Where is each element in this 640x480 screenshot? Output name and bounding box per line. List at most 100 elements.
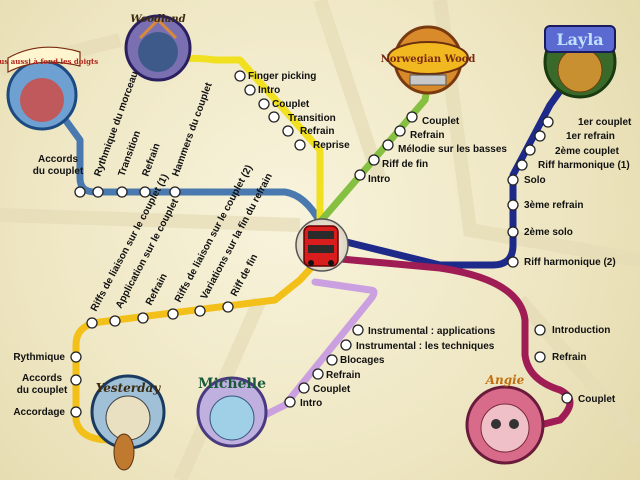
loyalty-badge-text: Vous aussi à fond les doigts bbox=[0, 57, 98, 66]
station-green-2[interactable] bbox=[394, 125, 406, 137]
bus-hub-icon[interactable] bbox=[295, 218, 349, 272]
station-label-blue-4: Refrain bbox=[140, 142, 162, 178]
station-label-yellow-1: Finger picking bbox=[248, 71, 316, 82]
norwegian-wood-badge-text: Norwegian Wood bbox=[381, 54, 476, 65]
station-label-green-2: Refrain bbox=[410, 130, 444, 141]
station-lavender-6[interactable] bbox=[284, 396, 296, 408]
station-label-purple-1: Introduction bbox=[552, 325, 610, 336]
station-label-navy-8: Riff harmonique (2) bbox=[524, 257, 616, 268]
station-lavender-3[interactable] bbox=[326, 354, 338, 366]
station-label-yellow-3: Couplet bbox=[272, 99, 310, 110]
station-gold-7[interactable] bbox=[70, 351, 82, 363]
station-label-green-1: Couplet bbox=[422, 116, 460, 127]
station-label-gold-3: Refrain bbox=[144, 272, 170, 308]
station-label-yellow-5: Refrain bbox=[300, 126, 334, 137]
navy-line-route bbox=[326, 66, 579, 269]
station-purple-2[interactable] bbox=[534, 351, 546, 363]
station-label-navy-6: 3ème refrain bbox=[524, 200, 583, 211]
station-label-navy-5: Solo bbox=[524, 175, 546, 186]
station-label-lavender-2: Instrumental : les techniques bbox=[356, 341, 495, 352]
station-gold-3[interactable] bbox=[137, 312, 149, 324]
station-blue-4[interactable] bbox=[139, 186, 151, 198]
station-label-lavender-4: Refrain bbox=[326, 370, 360, 381]
michelle-badge-text: Michelle bbox=[198, 376, 266, 392]
loyalty-badge[interactable]: Vous aussi à fond les doigts bbox=[0, 46, 98, 131]
yesterday-badge-text: Yesterday bbox=[96, 381, 162, 395]
station-label-navy-7: 2ème solo bbox=[524, 227, 573, 238]
station-label-navy-2: 1er refrain bbox=[566, 131, 615, 142]
station-label-yellow-6: Reprise bbox=[313, 140, 350, 151]
layla-badge[interactable]: Layla bbox=[543, 25, 617, 99]
station-yellow-4[interactable] bbox=[268, 111, 280, 123]
station-label-gold-9: Accordage bbox=[13, 407, 65, 418]
station-gold-6[interactable] bbox=[222, 301, 234, 313]
station-purple-3[interactable] bbox=[561, 392, 573, 404]
station-green-1[interactable] bbox=[406, 111, 418, 123]
station-navy-4[interactable] bbox=[516, 159, 528, 171]
station-label-green-5: Intro bbox=[368, 174, 390, 185]
angie-badge-text: Angie bbox=[485, 373, 525, 387]
station-gold-8[interactable] bbox=[70, 374, 82, 386]
station-blue-5[interactable] bbox=[169, 186, 181, 198]
station-label-green-4: Riff de fin bbox=[382, 159, 428, 170]
station-label-yellow-2: Intro bbox=[258, 85, 280, 96]
woodland-badge-text: Woodland bbox=[130, 14, 185, 25]
station-label-blue-2: Rythmique du morceau bbox=[92, 70, 140, 178]
station-label-green-3: Mélodie sur les basses bbox=[398, 144, 507, 155]
station-green-3[interactable] bbox=[382, 139, 394, 151]
station-yellow-6[interactable] bbox=[294, 139, 306, 151]
station-label-gold-6: Riff de fin bbox=[229, 253, 260, 299]
station-label-blue-3: Transition bbox=[116, 129, 143, 178]
station-label-purple-3: Couplet bbox=[578, 394, 616, 405]
angie-badge[interactable]: Angie bbox=[465, 373, 545, 465]
station-yellow-5[interactable] bbox=[282, 125, 294, 137]
station-lavender-2[interactable] bbox=[340, 339, 352, 351]
station-green-5[interactable] bbox=[354, 169, 366, 181]
station-gold-1[interactable] bbox=[86, 317, 98, 329]
station-label-lavender-6: Intro bbox=[300, 398, 322, 409]
station-gold-9[interactable] bbox=[70, 406, 82, 418]
station-blue-2[interactable] bbox=[92, 186, 104, 198]
michelle-badge[interactable]: Michelle bbox=[196, 376, 268, 448]
norwegian-wood-badge[interactable]: Norwegian Wood bbox=[381, 25, 476, 95]
station-label-lavender-3: Blocages bbox=[340, 355, 385, 366]
station-label-purple-2: Refrain bbox=[552, 352, 586, 363]
station-label-gold-7: Rythmique bbox=[13, 352, 65, 363]
station-green-4[interactable] bbox=[368, 154, 380, 166]
station-label-navy-4: Riff harmonique (1) bbox=[538, 160, 630, 171]
station-gold-5[interactable] bbox=[194, 305, 206, 317]
station-navy-2[interactable] bbox=[534, 130, 546, 142]
station-label-yellow-4: Transition bbox=[288, 113, 336, 124]
station-lavender-4[interactable] bbox=[312, 368, 324, 380]
station-label-lavender-1: Instrumental : applications bbox=[368, 326, 496, 337]
station-navy-7[interactable] bbox=[507, 226, 519, 238]
station-navy-1[interactable] bbox=[542, 116, 554, 128]
layla-badge-text: Layla bbox=[556, 30, 603, 49]
yesterday-badge[interactable]: Yesterday bbox=[90, 374, 166, 471]
station-purple-1[interactable] bbox=[534, 324, 546, 336]
station-yellow-2[interactable] bbox=[244, 84, 256, 96]
station-navy-6[interactable] bbox=[507, 199, 519, 211]
station-navy-3[interactable] bbox=[524, 144, 536, 156]
station-gold-4[interactable] bbox=[167, 308, 179, 320]
station-lavender-1[interactable] bbox=[352, 324, 364, 336]
station-yellow-3[interactable] bbox=[258, 98, 270, 110]
station-label-blue-5: Hammers du couplet bbox=[170, 81, 214, 178]
station-label-navy-3: 2ème couplet bbox=[555, 146, 620, 157]
station-gold-2[interactable] bbox=[109, 315, 121, 327]
station-lavender-5[interactable] bbox=[298, 382, 310, 394]
station-blue-1[interactable] bbox=[74, 186, 86, 198]
station-navy-8[interactable] bbox=[507, 256, 519, 268]
lavender-line-route bbox=[251, 278, 378, 424]
station-label-navy-1: 1er couplet bbox=[578, 117, 632, 128]
station-blue-3[interactable] bbox=[116, 186, 128, 198]
station-label-lavender-5: Couplet bbox=[313, 384, 351, 395]
woodland-badge[interactable]: Woodland bbox=[124, 14, 192, 82]
station-navy-5[interactable] bbox=[507, 174, 519, 186]
gold-line-route bbox=[72, 254, 324, 444]
station-yellow-1[interactable] bbox=[234, 70, 246, 82]
